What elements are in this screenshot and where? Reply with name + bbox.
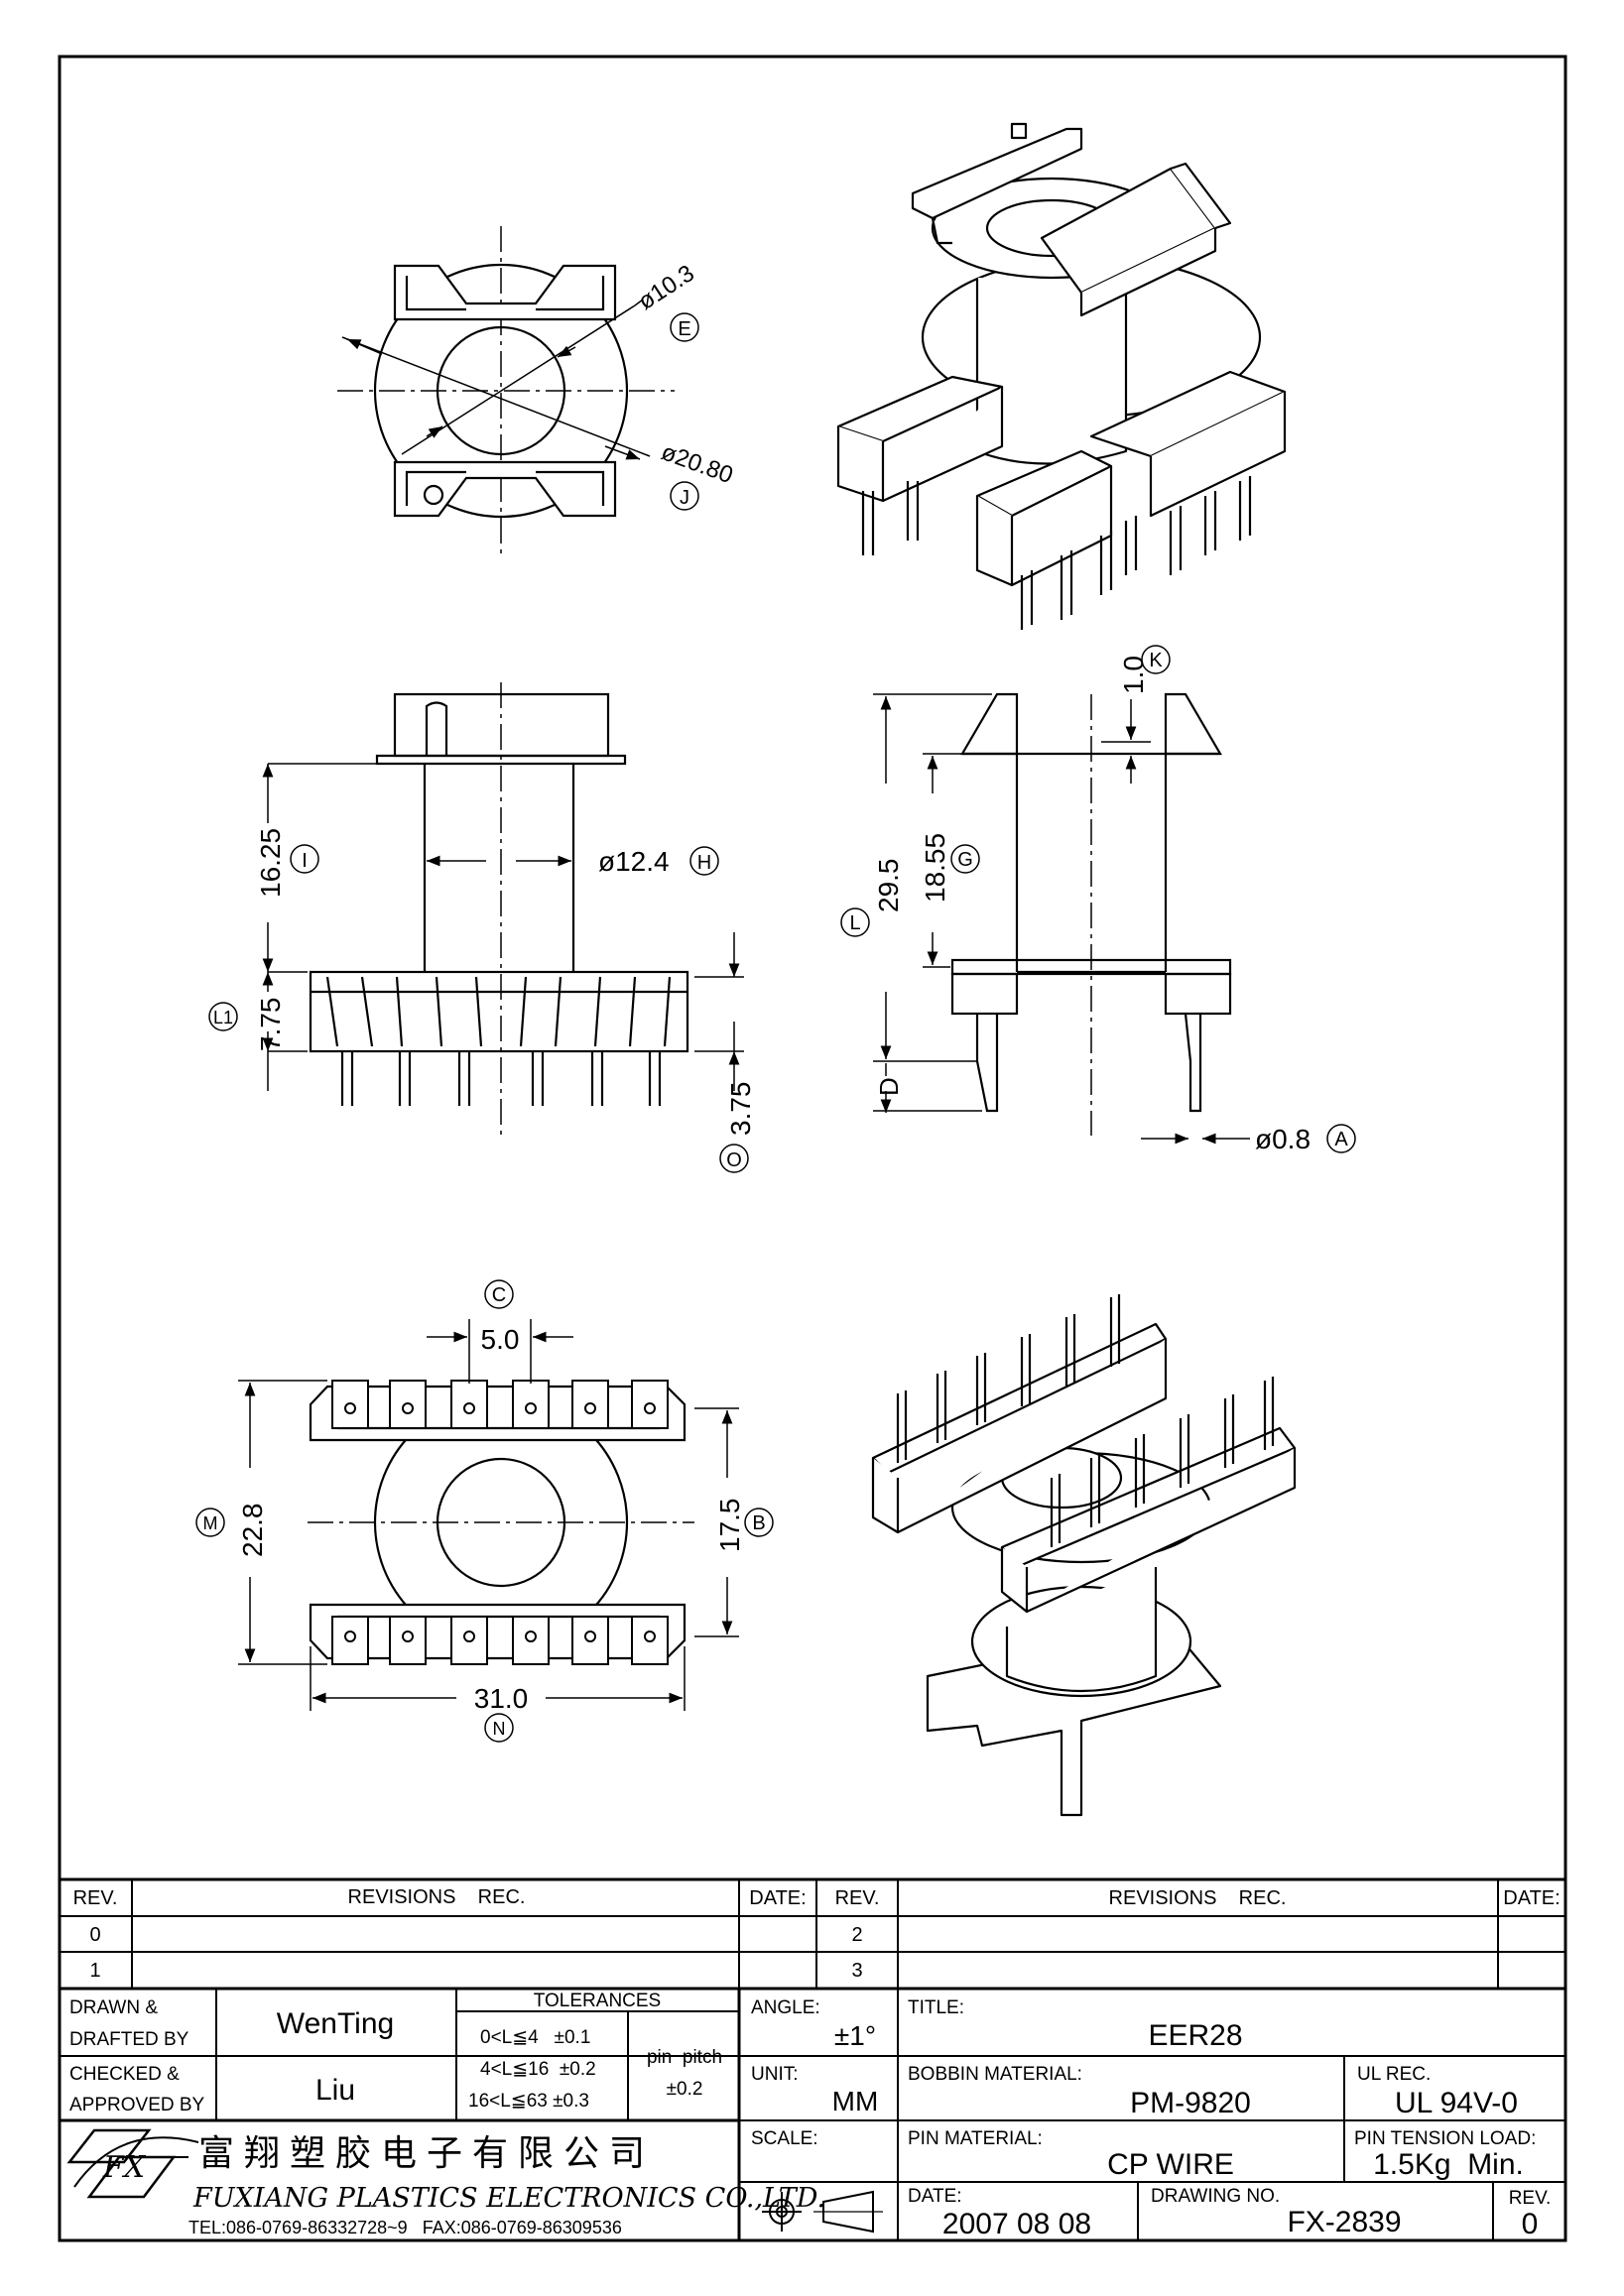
isometric-pins-top: [861, 476, 1252, 630]
drafted-label: DRAFTED BY: [69, 2029, 189, 2050]
dim-L1-label: L1: [213, 1008, 233, 1027]
dim-N-value: 31.0: [474, 1683, 529, 1714]
drawn-label: DRAWN &: [69, 1997, 158, 2018]
revisions-rec-header-left: REVISIONS REC.: [348, 1886, 526, 1908]
dim-E-value: ø10.3: [634, 260, 699, 315]
scale-label: SCALE:: [751, 2128, 818, 2149]
rev-3: 3: [851, 1960, 862, 1982]
drawing-no-value: FX-2839: [1287, 2206, 1401, 2238]
unit-value: MM: [832, 2086, 879, 2116]
revisions-rec-header-right: REVISIONS REC.: [1109, 1887, 1287, 1909]
title-label: TITLE:: [908, 1997, 964, 2018]
dim-H-value: ø12.4: [598, 846, 670, 877]
ul-value: UL 94V-0: [1395, 2087, 1518, 2119]
top-view: [337, 226, 699, 555]
date-header-left: DATE:: [749, 1887, 806, 1909]
company-name-en: FUXIANG PLASTICS ELECTRONICS CO.,LTD.: [192, 2183, 825, 2214]
sheet-border: [58, 55, 1567, 2242]
date-label: DATE:: [908, 2186, 962, 2207]
company-name-cn: 富 翔 塑 胶 电 子 有 限 公 司: [198, 2132, 645, 2173]
rev-header-right: REV.: [835, 1887, 880, 1909]
rev-2: 2: [851, 1924, 862, 1946]
company-contact: TEL:086-0769-86332728~9 FAX:086-0769-863…: [188, 2218, 622, 2237]
title-value: EER28: [1148, 2019, 1242, 2052]
dim-C-value: 5.0: [481, 1324, 520, 1355]
pin-pitch-label: pin pitch: [647, 2047, 722, 2068]
dim-K-value: 1.0: [1118, 656, 1149, 694]
dim-N-label: N: [493, 1719, 506, 1739]
bobbin-value: PM-9820: [1130, 2087, 1251, 2119]
bottom-view-dims: [195, 1279, 774, 1743]
rev-label: REV.: [1509, 2188, 1552, 2209]
rev-value: 0: [1522, 2208, 1539, 2240]
dim-L-label: L: [849, 912, 860, 934]
tol-row-2: 4<L≦16 ±0.2: [480, 2059, 596, 2080]
company-logo-text: FX: [102, 2150, 147, 2185]
dim-B-value: 17.5: [714, 1499, 745, 1553]
pin-material-label: PIN MATERIAL:: [908, 2128, 1043, 2149]
dim-L-value: 29.5: [873, 859, 904, 913]
date-value: 2007 08 08: [942, 2208, 1091, 2240]
dim-G-label: G: [957, 849, 973, 871]
checked-by: Liu: [315, 2074, 355, 2107]
unit-label: UNIT:: [751, 2064, 799, 2085]
tension-value: 1.5Kg Min.: [1373, 2148, 1524, 2181]
bottom-view-pins: [331, 1380, 669, 1665]
dim-M-label: M: [203, 1513, 218, 1533]
dim-I-label: I: [302, 850, 308, 872]
rev-header-left: REV.: [73, 1887, 118, 1909]
dim-O-value: 3.75: [725, 1082, 756, 1137]
side-view: [840, 645, 1356, 1153]
dim-A-value: ø0.8: [1255, 1124, 1311, 1154]
dim-L1-value: 7.75: [255, 998, 286, 1052]
dim-M-value: 22.8: [237, 1504, 268, 1558]
dim-K-label: K: [1149, 650, 1163, 671]
angle-value: ±1°: [834, 2020, 876, 2051]
tol-row-1: 0<L≦4 ±0.1: [480, 2027, 590, 2048]
drawn-by: WenTing: [277, 2007, 394, 2040]
isometric-view-bottom: [871, 1322, 1297, 1817]
dim-H-label: H: [697, 852, 711, 874]
rev-0: 0: [89, 1924, 100, 1946]
tolerances-label: TOLERANCES: [534, 1991, 661, 2011]
rev-1: 1: [89, 1960, 100, 1982]
dim-B-label: B: [752, 1512, 765, 1534]
angle-label: ANGLE:: [751, 1997, 820, 2018]
dim-C-label: C: [492, 1284, 506, 1306]
pin-pitch-value: ±0.2: [667, 2079, 703, 2100]
dim-E-label: E: [678, 318, 690, 340]
bobbin-label: BOBBIN MATERIAL:: [908, 2064, 1082, 2085]
approved-label: APPROVED BY: [69, 2095, 205, 2115]
checked-label: CHECKED &: [69, 2064, 180, 2085]
isometric-pins-bottom: [896, 1294, 1275, 1547]
date-header-right: DATE:: [1503, 1887, 1560, 1909]
dim-O-label: O: [726, 1149, 742, 1171]
dim-I-value: 16.25: [255, 828, 286, 898]
tol-row-3: 16<L≦63 ±0.3: [468, 2091, 589, 2112]
dim-G-value: 18.55: [920, 833, 950, 903]
dim-J-label: J: [680, 487, 689, 509]
front-view: [208, 682, 749, 1173]
dim-D-label: D: [874, 1077, 904, 1096]
dim-J-value: ø20.80: [658, 438, 736, 489]
title-block-grid: [60, 1877, 1565, 2240]
dim-A-label: A: [1334, 1129, 1348, 1150]
drawing-no-label: DRAWING NO.: [1151, 2186, 1280, 2207]
ul-label: UL REC.: [1357, 2064, 1431, 2085]
projection-symbol-icon: [762, 2190, 883, 2234]
tension-label: PIN TENSION LOAD:: [1354, 2128, 1536, 2149]
pin-material-value: CP WIRE: [1107, 2148, 1234, 2181]
isometric-view-top: [836, 122, 1287, 587]
